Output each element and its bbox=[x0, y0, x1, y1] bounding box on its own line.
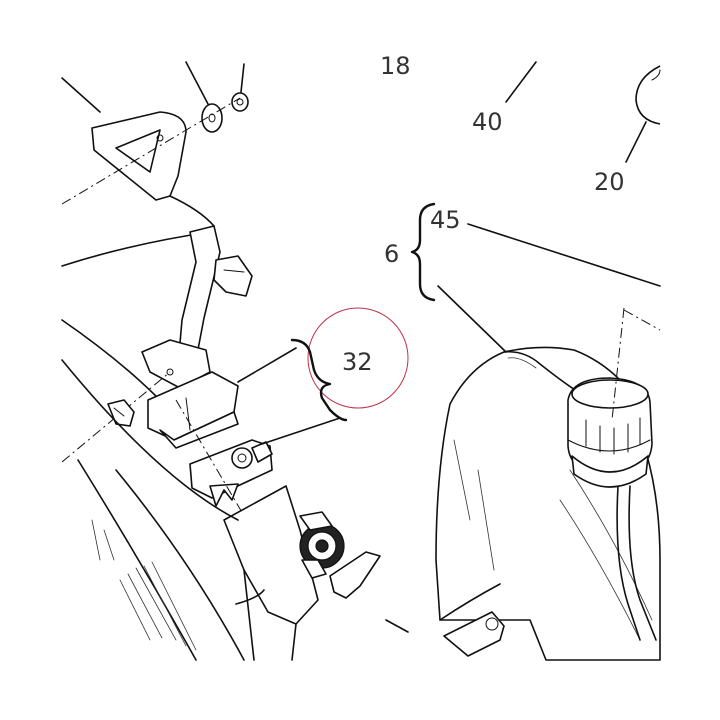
leader-washer bbox=[185, 61, 209, 105]
shading-lines bbox=[91, 519, 115, 561]
damper-block-lower bbox=[189, 439, 273, 507]
axis-line-clip bbox=[61, 371, 171, 463]
leader-6 bbox=[437, 285, 507, 353]
leader-40 bbox=[505, 61, 537, 103]
pulley-gear bbox=[299, 511, 345, 579]
clip bbox=[107, 399, 135, 427]
damper-block-upper bbox=[147, 371, 239, 449]
frame-edge bbox=[61, 231, 211, 267]
frame-edge bbox=[169, 195, 215, 227]
frame-edge bbox=[61, 359, 239, 521]
leader-20 bbox=[625, 121, 647, 163]
highlight-circle bbox=[307, 307, 409, 409]
frame-edge bbox=[61, 77, 101, 113]
callout-32: 32 bbox=[342, 348, 373, 376]
leader-nut bbox=[240, 63, 245, 93]
callout-20: 20 bbox=[594, 168, 625, 196]
shading-lines bbox=[119, 561, 197, 651]
callout-18: 18 bbox=[380, 52, 411, 80]
washer bbox=[201, 103, 223, 133]
small-clip-bottom bbox=[443, 611, 505, 657]
leader-32-lower bbox=[261, 417, 341, 445]
bracket-brace-6 bbox=[410, 202, 436, 302]
lower-bracket bbox=[329, 551, 381, 599]
frame-edge bbox=[77, 459, 197, 661]
lower-frame bbox=[223, 485, 319, 661]
nut bbox=[231, 92, 249, 112]
tank-hose bbox=[628, 485, 657, 641]
tank-hose bbox=[616, 485, 641, 641]
support-arm bbox=[141, 225, 253, 389]
callout-45: 45 bbox=[430, 206, 461, 234]
cap-component-20 bbox=[635, 65, 661, 125]
dash-mark bbox=[385, 619, 409, 633]
axis-line-cap bbox=[623, 309, 661, 331]
callout-40: 40 bbox=[472, 108, 503, 136]
axis-line-bolt bbox=[61, 97, 241, 205]
frame-edge bbox=[115, 469, 245, 661]
bracket-brace-32 bbox=[290, 338, 348, 422]
mounting-bracket bbox=[91, 111, 187, 201]
callout-6: 6 bbox=[384, 240, 399, 268]
leader-32-upper bbox=[237, 347, 297, 383]
frame-edge bbox=[61, 319, 161, 401]
tank-cap bbox=[567, 377, 653, 488]
leader-45 bbox=[467, 223, 661, 287]
